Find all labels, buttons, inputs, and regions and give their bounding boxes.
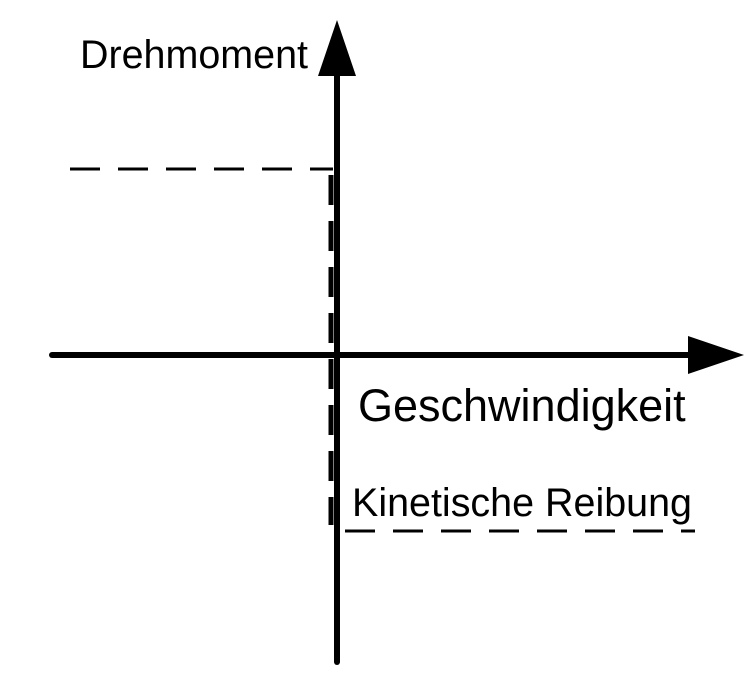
y-axis-arrowhead <box>318 20 356 76</box>
y-axis-label: Drehmoment <box>80 33 308 77</box>
x-axis-arrowhead <box>688 336 744 374</box>
x-axis-label: Geschwindigkeit <box>358 380 686 431</box>
kinetic-friction-label: Kinetische Reibung <box>352 481 692 525</box>
